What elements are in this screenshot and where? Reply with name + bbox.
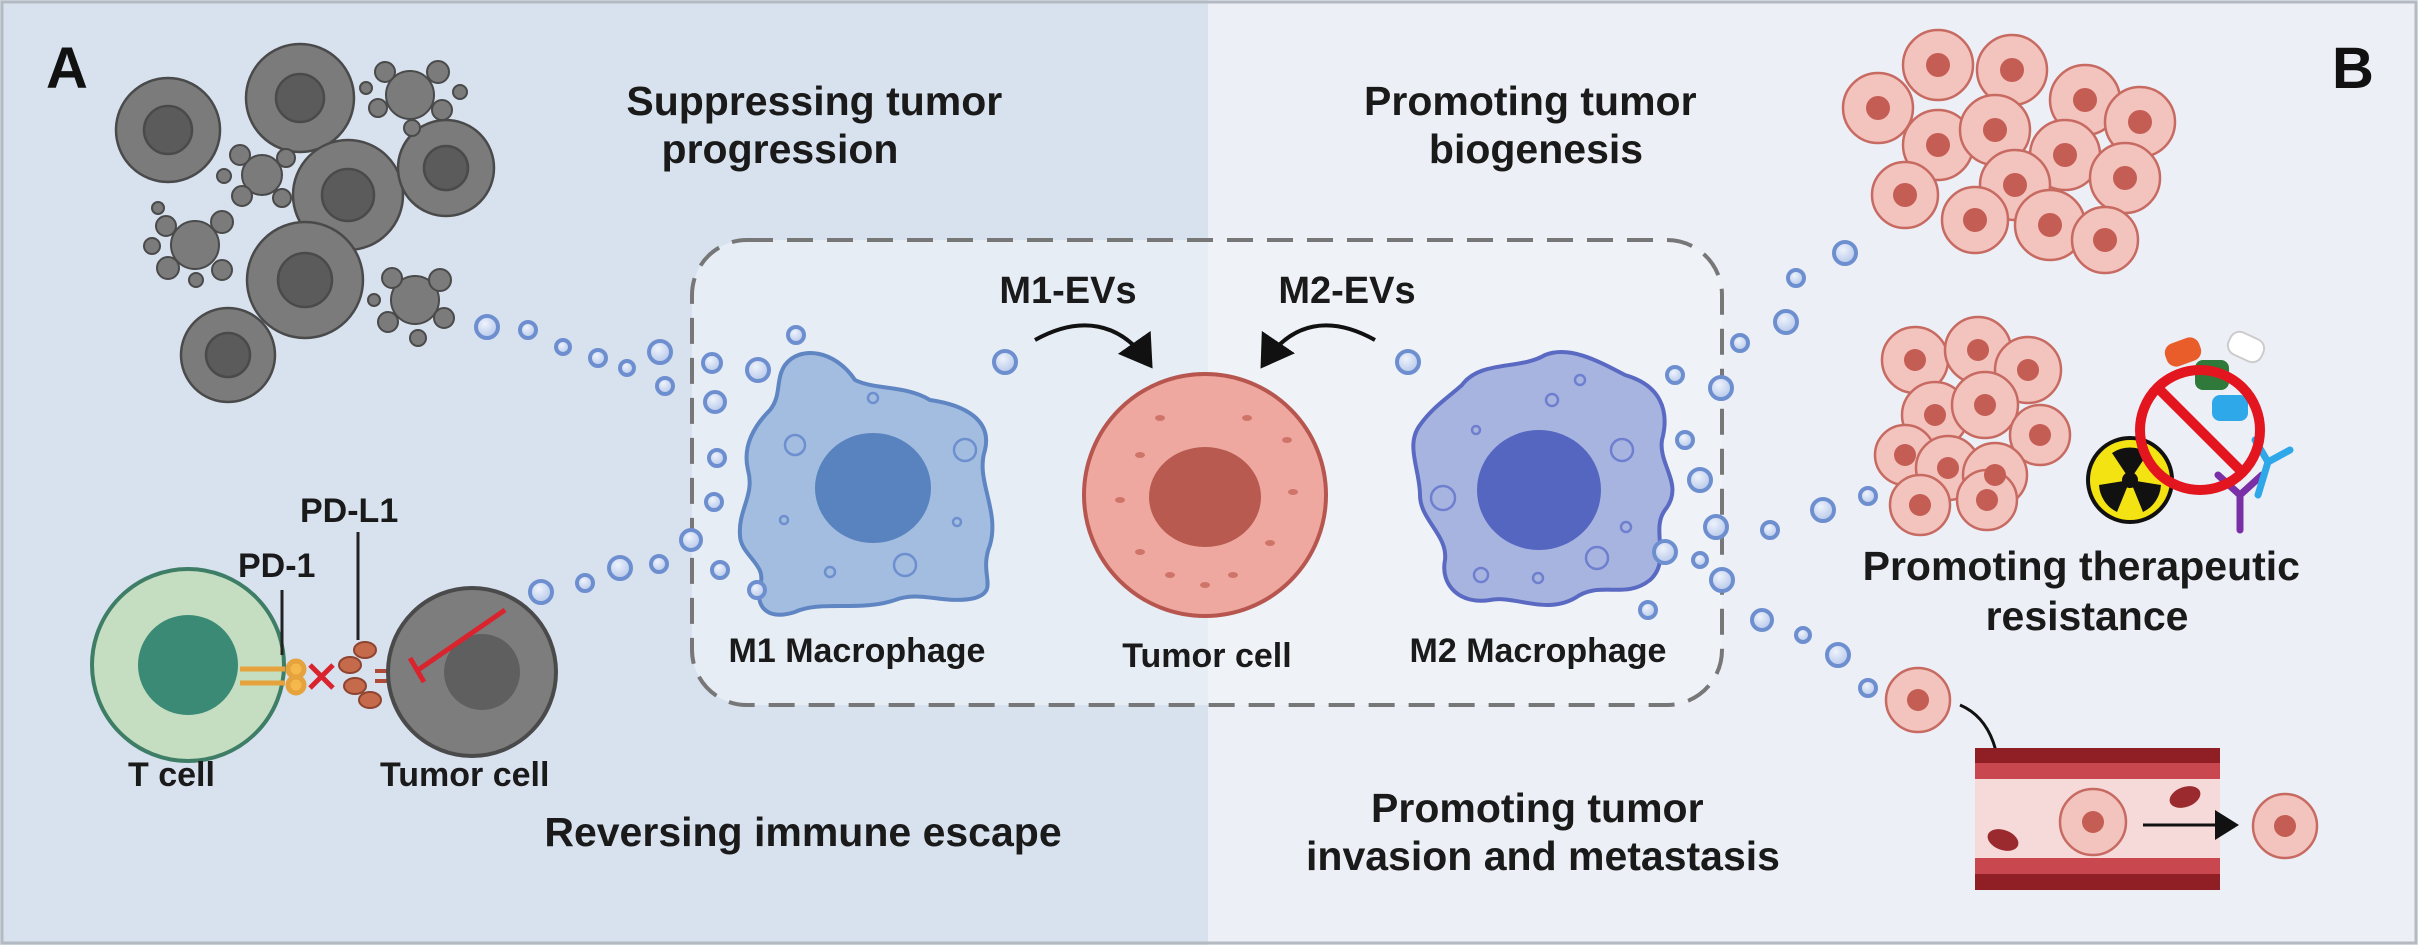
heading-biogenesis: Promoting tumor biogenesis xyxy=(1364,78,1708,172)
tumor-cell-left xyxy=(386,586,558,758)
grey-cell-1 xyxy=(114,76,222,184)
vesicles-m2 xyxy=(1395,349,1709,620)
dying-tumor-cells xyxy=(114,42,496,404)
heading-metastasis: Promoting tumor invasion and metastasis xyxy=(1306,785,1780,879)
block-x-icon xyxy=(308,663,335,690)
vesicles-m1 xyxy=(703,325,1018,600)
fragmented-cell-1 xyxy=(359,60,468,137)
m1-macrophage-label: M1 Macrophage xyxy=(729,632,986,670)
tumor-cluster-biogenesis xyxy=(1841,28,2177,275)
fragmented-cell-2 xyxy=(216,144,296,208)
panel-label-b: B xyxy=(2332,36,2374,101)
m2-evs-label: M2-EVs xyxy=(1278,270,1415,312)
heading-metastasis-line-2: invasion and metastasis xyxy=(1306,833,1780,879)
m1-evs-arrow xyxy=(1034,323,1153,369)
t-cell xyxy=(90,567,286,763)
heading-suppressing-line-2: progression xyxy=(662,126,899,172)
heading-biogenesis-line-2: biogenesis xyxy=(1429,126,1643,172)
grey-cell-5 xyxy=(245,220,365,340)
vesicles-right-upper xyxy=(1708,240,1858,401)
m1-macrophage xyxy=(737,351,995,617)
tumor-cell-in-vessel xyxy=(2058,787,2128,857)
vesicles-left-lower xyxy=(528,528,703,605)
pdl1-ligand xyxy=(338,641,398,709)
vesicles-right-middle xyxy=(1687,467,1878,540)
heading-suppressing: Suppressing tumor progression xyxy=(626,78,1013,172)
vesicles-right-lower xyxy=(1709,567,1878,698)
pd1-receptor xyxy=(240,658,307,696)
metastatic-tumor-cell xyxy=(2251,792,2319,860)
tumor-cell-center xyxy=(1082,372,1328,618)
tumor-cluster-resistance xyxy=(1873,315,2072,537)
heading-resistance-line-1: Promoting therapeutic xyxy=(1863,543,2300,589)
m2-macrophage-label: M2 Macrophage xyxy=(1410,632,1667,670)
heading-resistance: Promoting therapeutic resistance xyxy=(1863,543,2312,639)
panel-label-a: A xyxy=(46,36,88,101)
t-cell-label: T cell xyxy=(128,756,215,794)
m2-evs-arrow xyxy=(1260,323,1376,369)
vesicles-left-upper xyxy=(474,314,723,396)
grey-cell-2 xyxy=(244,42,356,154)
prohibited-icon xyxy=(2135,365,2265,495)
heading-biogenesis-line-1: Promoting tumor xyxy=(1364,78,1697,124)
heading-reversing: Reversing immune escape xyxy=(544,809,1061,855)
fragmented-cell-4 xyxy=(367,267,455,347)
tumor-cell-left-label: Tumor cell xyxy=(380,756,549,794)
grey-cell-6 xyxy=(179,306,277,404)
fragmented-cell-3 xyxy=(143,201,234,288)
heading-resistance-line-2: resistance xyxy=(1986,593,2189,639)
heading-metastasis-line-1: Promoting tumor xyxy=(1371,785,1704,831)
tumor-cell-center-label: Tumor cell xyxy=(1122,637,1291,675)
circulating-tumor-cell xyxy=(1884,666,1952,734)
heading-suppressing-line-1: Suppressing tumor xyxy=(626,78,1002,124)
pd1-label: PD-1 xyxy=(238,547,315,585)
m2-macrophage xyxy=(1411,349,1675,607)
pdl1-label: PD-L1 xyxy=(300,492,398,530)
m1-evs-label: M1-EVs xyxy=(999,270,1136,312)
